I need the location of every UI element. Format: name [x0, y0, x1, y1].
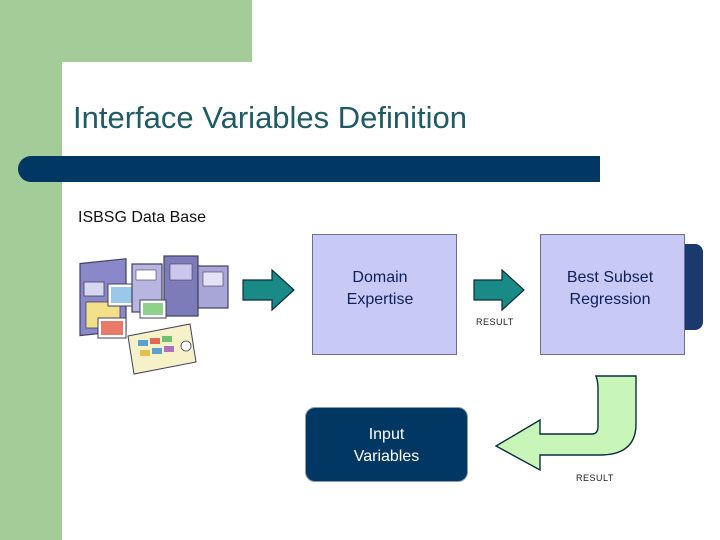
- domain-expertise-box: [312, 234, 457, 355]
- green-left-band: [0, 0, 62, 540]
- input-variables-box: [305, 407, 468, 482]
- title-underline-bar: [18, 156, 600, 182]
- curved-arrow-best-subset-to-input: [494, 375, 637, 472]
- input-variables-label: Input Variables: [353, 426, 420, 465]
- arrow-domain-to-best-subset: [473, 268, 525, 312]
- subtitle-isbsg-database: ISBSG Data Base: [78, 209, 207, 226]
- domain-expertise-label: Domain Expertise: [346, 269, 414, 308]
- computers-and-data-clipart-icon: [79, 255, 229, 375]
- result-label-top: RESULT: [476, 317, 514, 327]
- slide-title: Interface Variables Definition: [73, 100, 468, 135]
- best-subset-label: Best Subset Regression: [566, 269, 654, 308]
- result-label-bottom: RESULT: [576, 473, 614, 483]
- arrow-database-to-domain: [242, 268, 295, 312]
- best-subset-box: [540, 234, 685, 355]
